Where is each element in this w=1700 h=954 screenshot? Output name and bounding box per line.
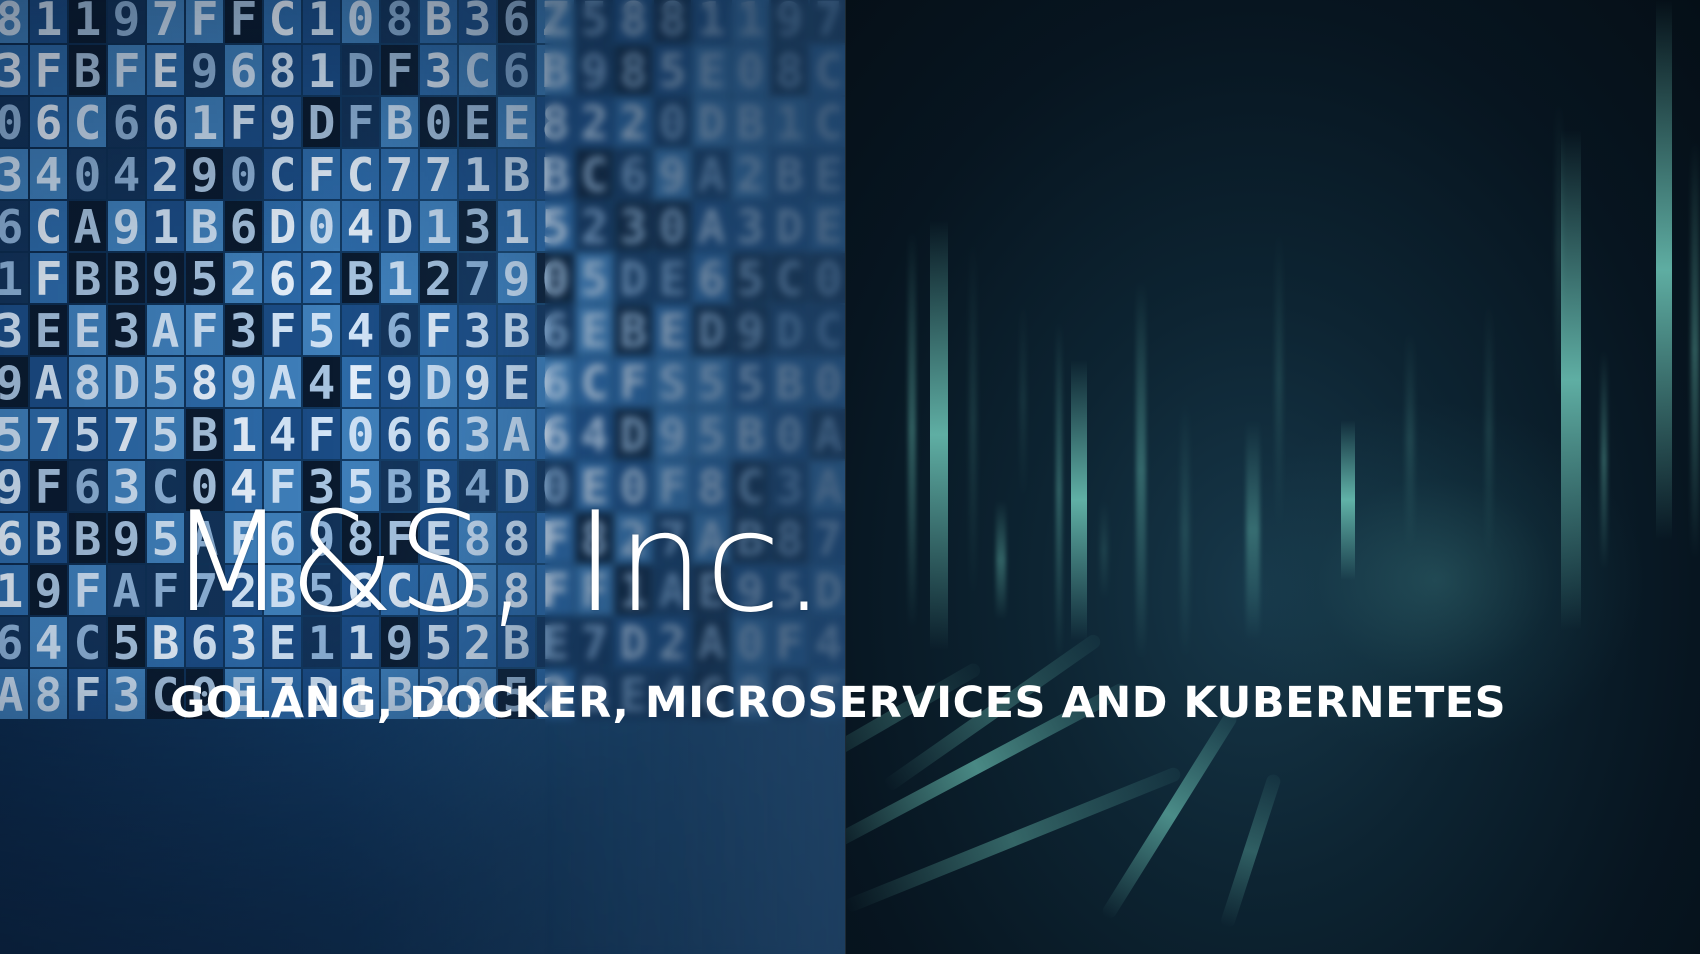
light-streak	[1056, 320, 1062, 660]
slide-title: M&S, Inc.	[168, 482, 827, 643]
panel-divider	[845, 0, 846, 954]
light-streak	[930, 220, 948, 650]
light-streak	[1556, 100, 1562, 400]
floor-light-line	[1100, 709, 1240, 921]
light-streak	[1341, 420, 1355, 580]
light-streak	[1276, 230, 1282, 530]
light-streak	[1601, 350, 1607, 570]
light-streak	[1021, 300, 1025, 500]
hex-code-background: 81197FFC108B36Z58811973FBFE9681DF3C6B985…	[0, 0, 845, 954]
light-streak	[1181, 400, 1189, 660]
floor-light-line	[1219, 772, 1283, 930]
light-streak	[1246, 420, 1260, 640]
light-streak-background	[846, 0, 1700, 954]
light-streak	[1691, 140, 1699, 560]
light-streak	[970, 240, 976, 600]
light-streak	[996, 500, 1006, 620]
light-streak	[1406, 330, 1414, 550]
light-streak	[1486, 300, 1492, 560]
light-streak	[1101, 500, 1107, 600]
light-streak	[1656, 0, 1672, 540]
light-streak	[908, 230, 916, 630]
light-streak	[1071, 360, 1087, 640]
slide-subtitle: GOLANG, DOCKER, MICROSERVICES AND KUBERN…	[170, 678, 1507, 728]
light-streak	[1136, 280, 1146, 660]
light-streak	[1561, 130, 1581, 630]
hex-blur-overlay	[545, 0, 845, 954]
